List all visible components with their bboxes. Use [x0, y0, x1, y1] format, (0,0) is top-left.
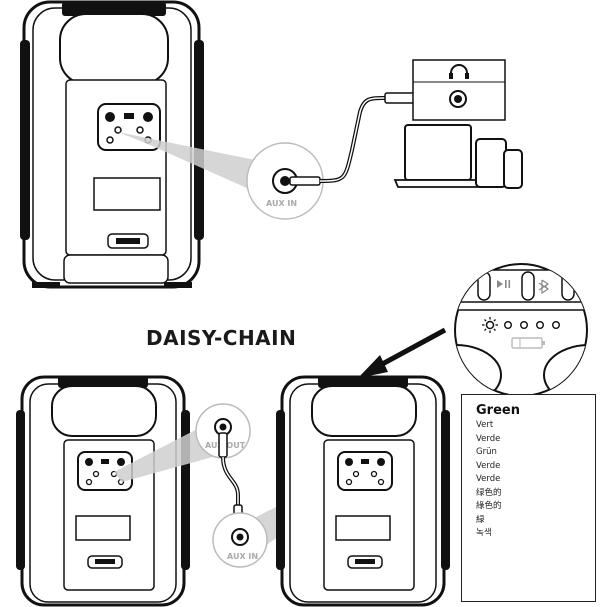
aux-jack-icon [449, 90, 467, 108]
phone-icon [503, 149, 523, 189]
play-pause-icon [497, 280, 511, 288]
speaker-top [20, 0, 204, 289]
headphones-icon [449, 64, 469, 79]
aux-cable-top [289, 92, 442, 186]
color-legend-panel: Green Vert Verde Grün Verde Verde 绿色的 綠色… [461, 394, 596, 602]
bluetooth-icon [538, 279, 550, 295]
aux-in-label-top: AUX IN [266, 199, 297, 208]
color-translation: Verde [476, 474, 501, 484]
pointer-arrow [358, 327, 447, 378]
aux-in-label-bottom: AUX IN [227, 552, 258, 561]
color-translation: 綠色的 [476, 501, 502, 511]
battery-icon [511, 337, 545, 349]
zoom-beam-aux-out [114, 425, 220, 482]
color-heading: Green [476, 403, 520, 418]
brightness-icon [482, 317, 498, 333]
section-title: DAISY-CHAIN [146, 326, 296, 350]
laptop-icon [393, 124, 485, 188]
color-translation: 緑 [476, 514, 485, 525]
battery-led-indicators [504, 321, 561, 330]
color-translation: Verde [476, 460, 501, 471]
color-translation: Grün [476, 447, 497, 457]
aux-in-magnifier-top: AUX IN [246, 142, 324, 220]
tablet-icon [475, 138, 507, 188]
speaker-bottom-left [16, 375, 190, 607]
control-panel-magnifier [454, 263, 588, 397]
color-translation: 녹색 [476, 528, 492, 538]
color-translation: 绿色的 [476, 487, 502, 498]
aux-in-magnifier-bottom: AUX IN [212, 512, 268, 568]
color-translation: Vert [476, 420, 494, 430]
color-translation: Verde [476, 433, 501, 444]
speaker-bottom-right [276, 375, 450, 607]
audio-source-panel [412, 59, 506, 121]
